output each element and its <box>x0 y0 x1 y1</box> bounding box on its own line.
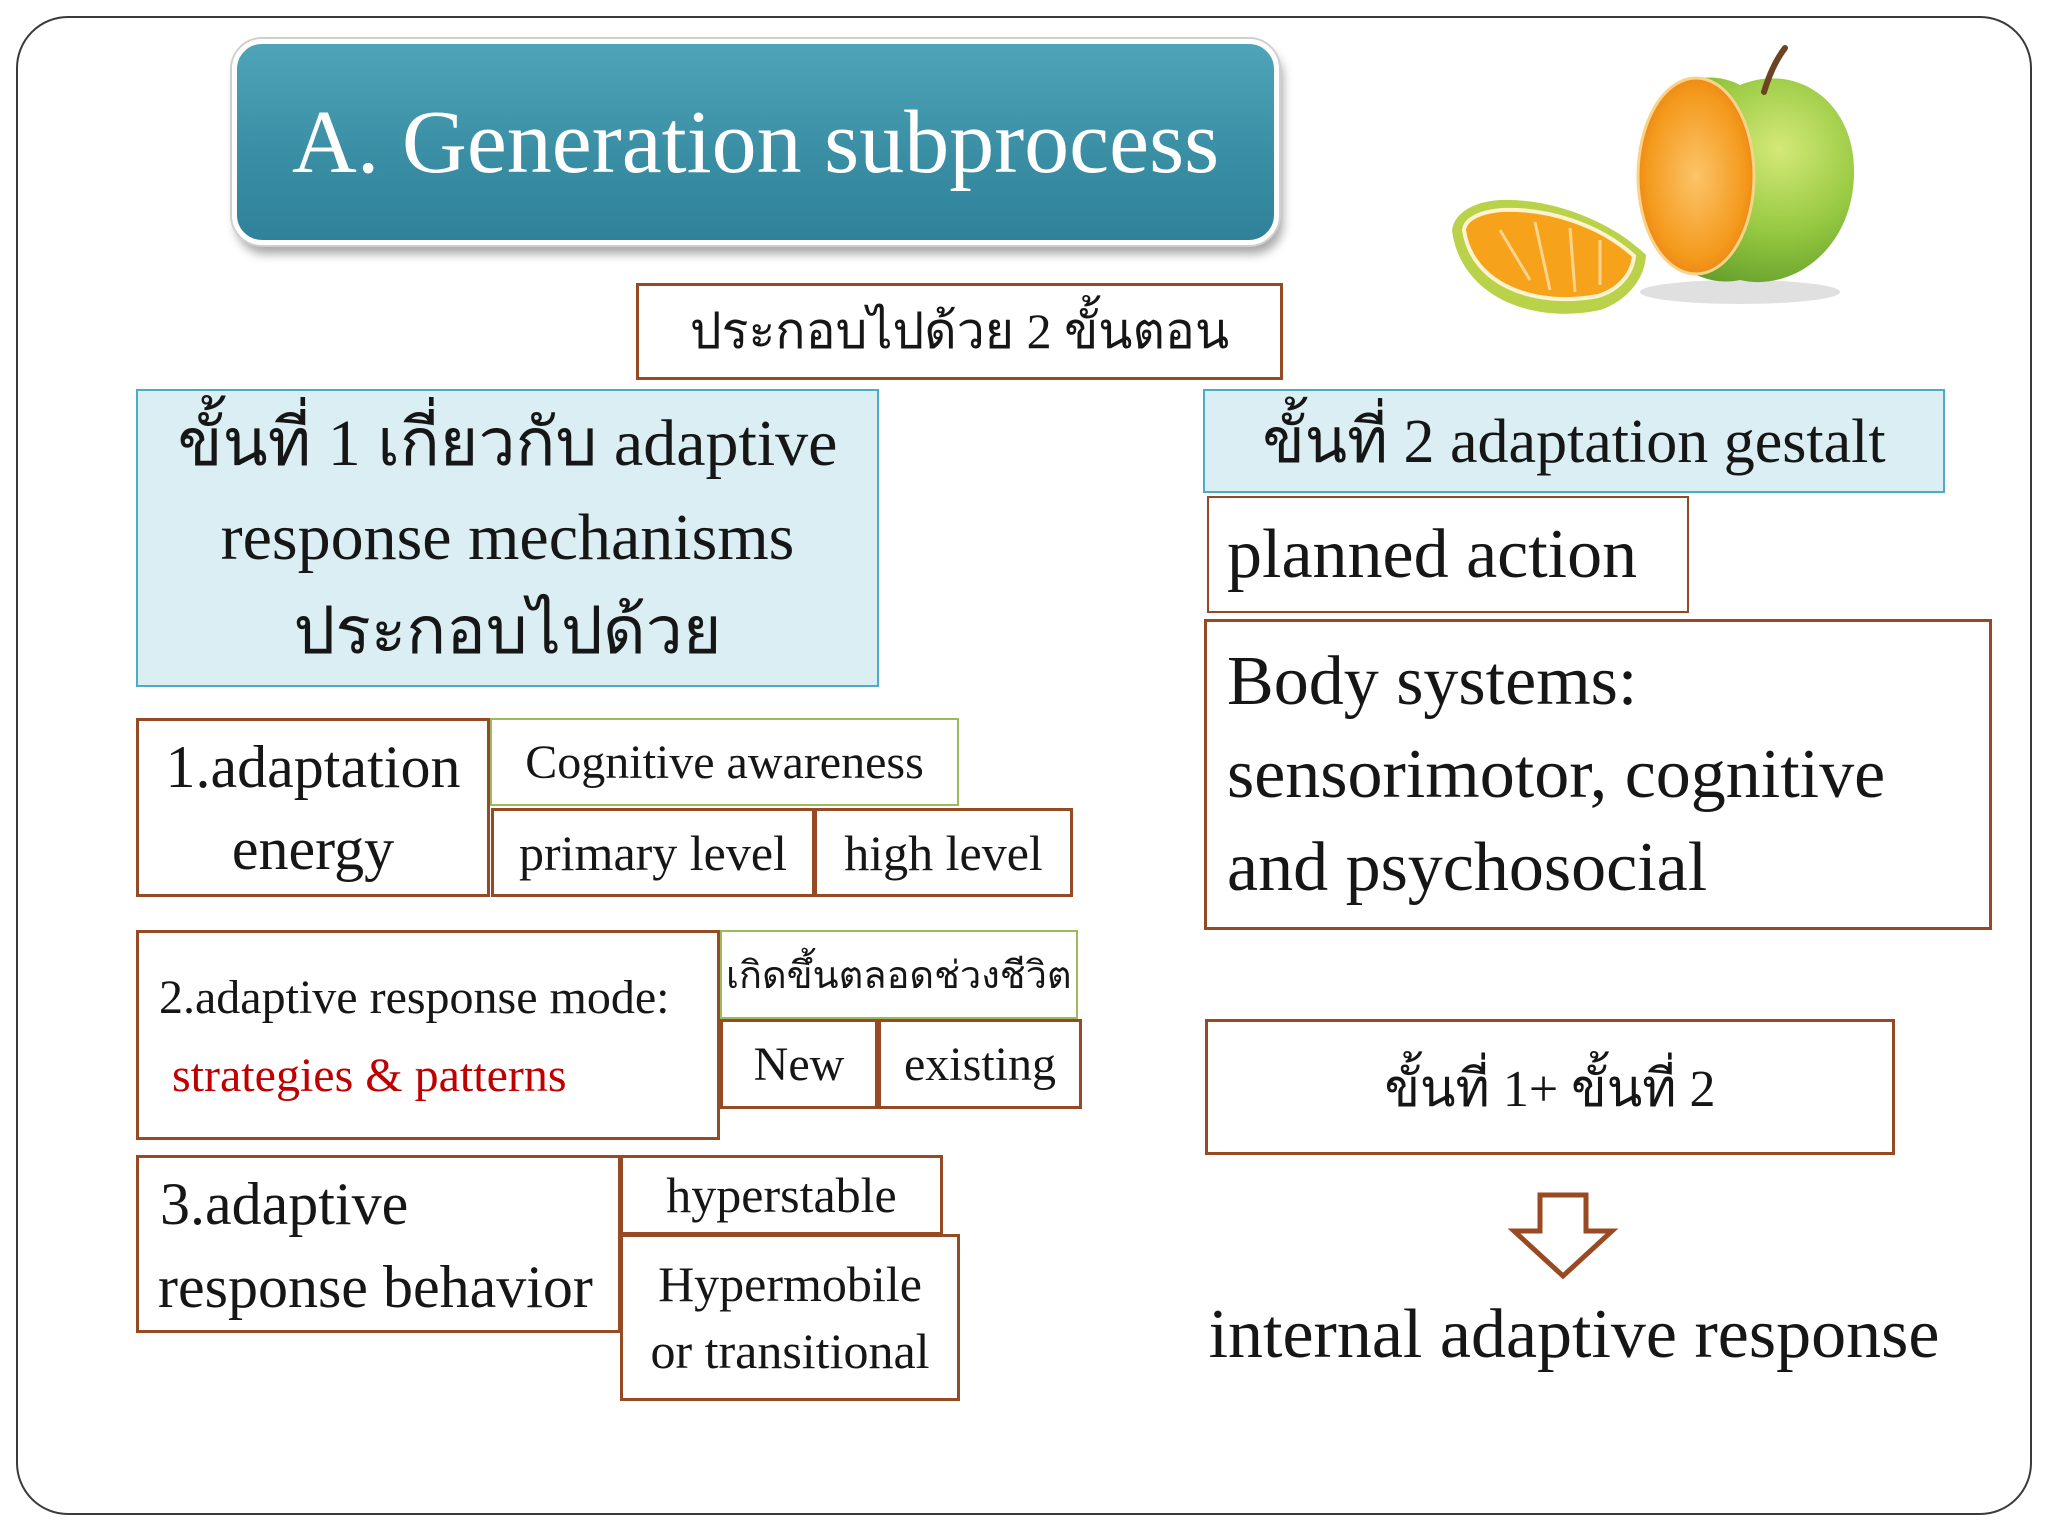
response-behavior-box: 3.adaptive response behavior <box>136 1155 621 1333</box>
fruit-shadow <box>1640 280 1840 304</box>
response-behavior-label: response behavior <box>158 1254 593 1320</box>
combined-steps-label: ขั้นที่ 1+ ขั้นที่ 2 <box>1384 1060 1716 1118</box>
intro-text: ประกอบไปด้วย 2 ขั้นตอน <box>689 303 1230 359</box>
planned-action-label: planned action <box>1227 515 1638 593</box>
orange-slice-segments <box>1498 221 1602 293</box>
primary-level-label: primary level <box>519 824 787 881</box>
combined-steps-box: ขั้นที่ 1+ ขั้นที่ 2 <box>1205 1019 1895 1155</box>
orange-cut-face <box>1636 76 1756 276</box>
new-box: New <box>720 1019 878 1109</box>
adaptation-energy-label: energy <box>231 815 395 882</box>
step1-heading-line: response mechanisms <box>220 501 795 574</box>
hyperstable-label: hyperstable <box>666 1167 897 1223</box>
step2-heading-box: ขั้นที่ 2 adaptation gestalt <box>1203 389 1945 493</box>
apple-stem <box>1761 45 1788 95</box>
adaptation-energy-label: 1.adaptation <box>165 733 461 800</box>
lifetime-occurrence-label: เกิดขึ้นตลอดช่วงชีวิต <box>726 955 1072 997</box>
new-label: New <box>753 1037 845 1091</box>
hypermobile-label: Hypermobile <box>658 1255 922 1312</box>
step1-heading-line: ขั้นที่ 1 เกี่ยวกับ adaptive <box>177 407 838 480</box>
hyperstable-box: hyperstable <box>620 1155 943 1235</box>
down-arrow-icon <box>1508 1192 1618 1280</box>
body-systems-box: Body systems: sensorimotor, cognitive an… <box>1204 619 1992 930</box>
slide-frame <box>16 16 2032 1515</box>
body-systems-line: sensorimotor, cognitive <box>1227 736 1886 813</box>
orange-slice <box>1461 207 1637 302</box>
orange-apple-illustration <box>1452 45 1855 314</box>
step1-heading-line: ประกอบไปด้วย <box>293 595 722 668</box>
slide-title: A. Generation subprocess <box>232 39 1279 245</box>
planned-action-box: planned action <box>1207 496 1689 613</box>
body-systems-line: and psychosocial <box>1227 829 1708 906</box>
primary-level-box: primary level <box>491 808 815 897</box>
high-level-box: high level <box>814 808 1073 897</box>
adaptation-energy-box: 1.adaptation energy <box>136 718 490 897</box>
hypermobile-label: or transitional <box>650 1322 930 1379</box>
cognitive-awareness-label: Cognitive awareness <box>525 735 924 789</box>
response-mode-label: 2.adaptive response mode: <box>159 971 670 1024</box>
lifetime-occurrence-box: เกิดขึ้นตลอดช่วงชีวิต <box>720 930 1078 1019</box>
intro-box: ประกอบไปด้วย 2 ขั้นตอน <box>636 283 1283 380</box>
result-text: internal adaptive response <box>1200 1290 1948 1380</box>
response-mode-box: 2.adaptive response mode: strategies & p… <box>136 930 720 1140</box>
step2-heading: ขั้นที่ 2 adaptation gestalt <box>1262 408 1886 476</box>
response-behavior-label: 3.adaptive <box>160 1171 409 1237</box>
slide-title-text: A. Generation subprocess <box>291 92 1220 192</box>
existing-label: existing <box>904 1037 1056 1091</box>
strategies-patterns-label: strategies & patterns <box>172 1049 567 1102</box>
step1-heading-box: ขั้นที่ 1 เกี่ยวกับ adaptive response me… <box>136 389 879 687</box>
hypermobile-box: Hypermobile or transitional <box>620 1234 960 1401</box>
internal-adaptive-response-label: internal adaptive response <box>1208 1296 1940 1373</box>
existing-box: existing <box>878 1019 1082 1109</box>
cognitive-awareness-box: Cognitive awareness <box>490 718 959 806</box>
body-systems-line: Body systems: <box>1227 643 1638 720</box>
high-level-label: high level <box>844 824 1043 881</box>
